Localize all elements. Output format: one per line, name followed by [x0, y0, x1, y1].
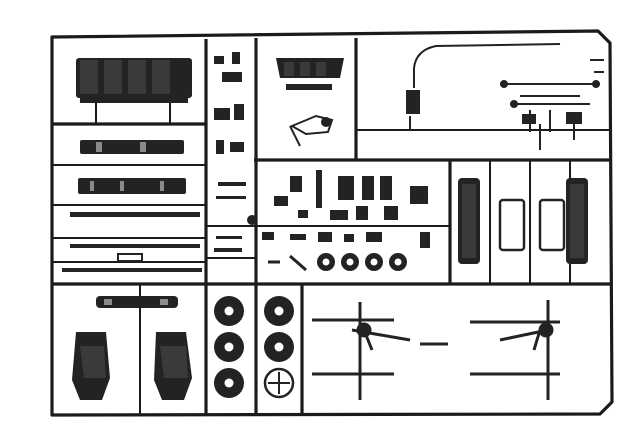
sprue-inner-runners [52, 129, 612, 415]
axle-parts [312, 300, 560, 400]
small-fittings-parts [214, 52, 257, 252]
leaf-spring-parts [458, 178, 588, 264]
exhaust-pipe-parts [406, 43, 604, 150]
grille-part [276, 58, 344, 147]
small-wheel-parts [268, 253, 407, 272]
seat-parts [72, 296, 192, 400]
suspension-parts [262, 170, 430, 248]
large-wheel-parts [214, 296, 295, 399]
seat-back-part [76, 58, 192, 124]
frame-rail-parts [62, 140, 202, 272]
